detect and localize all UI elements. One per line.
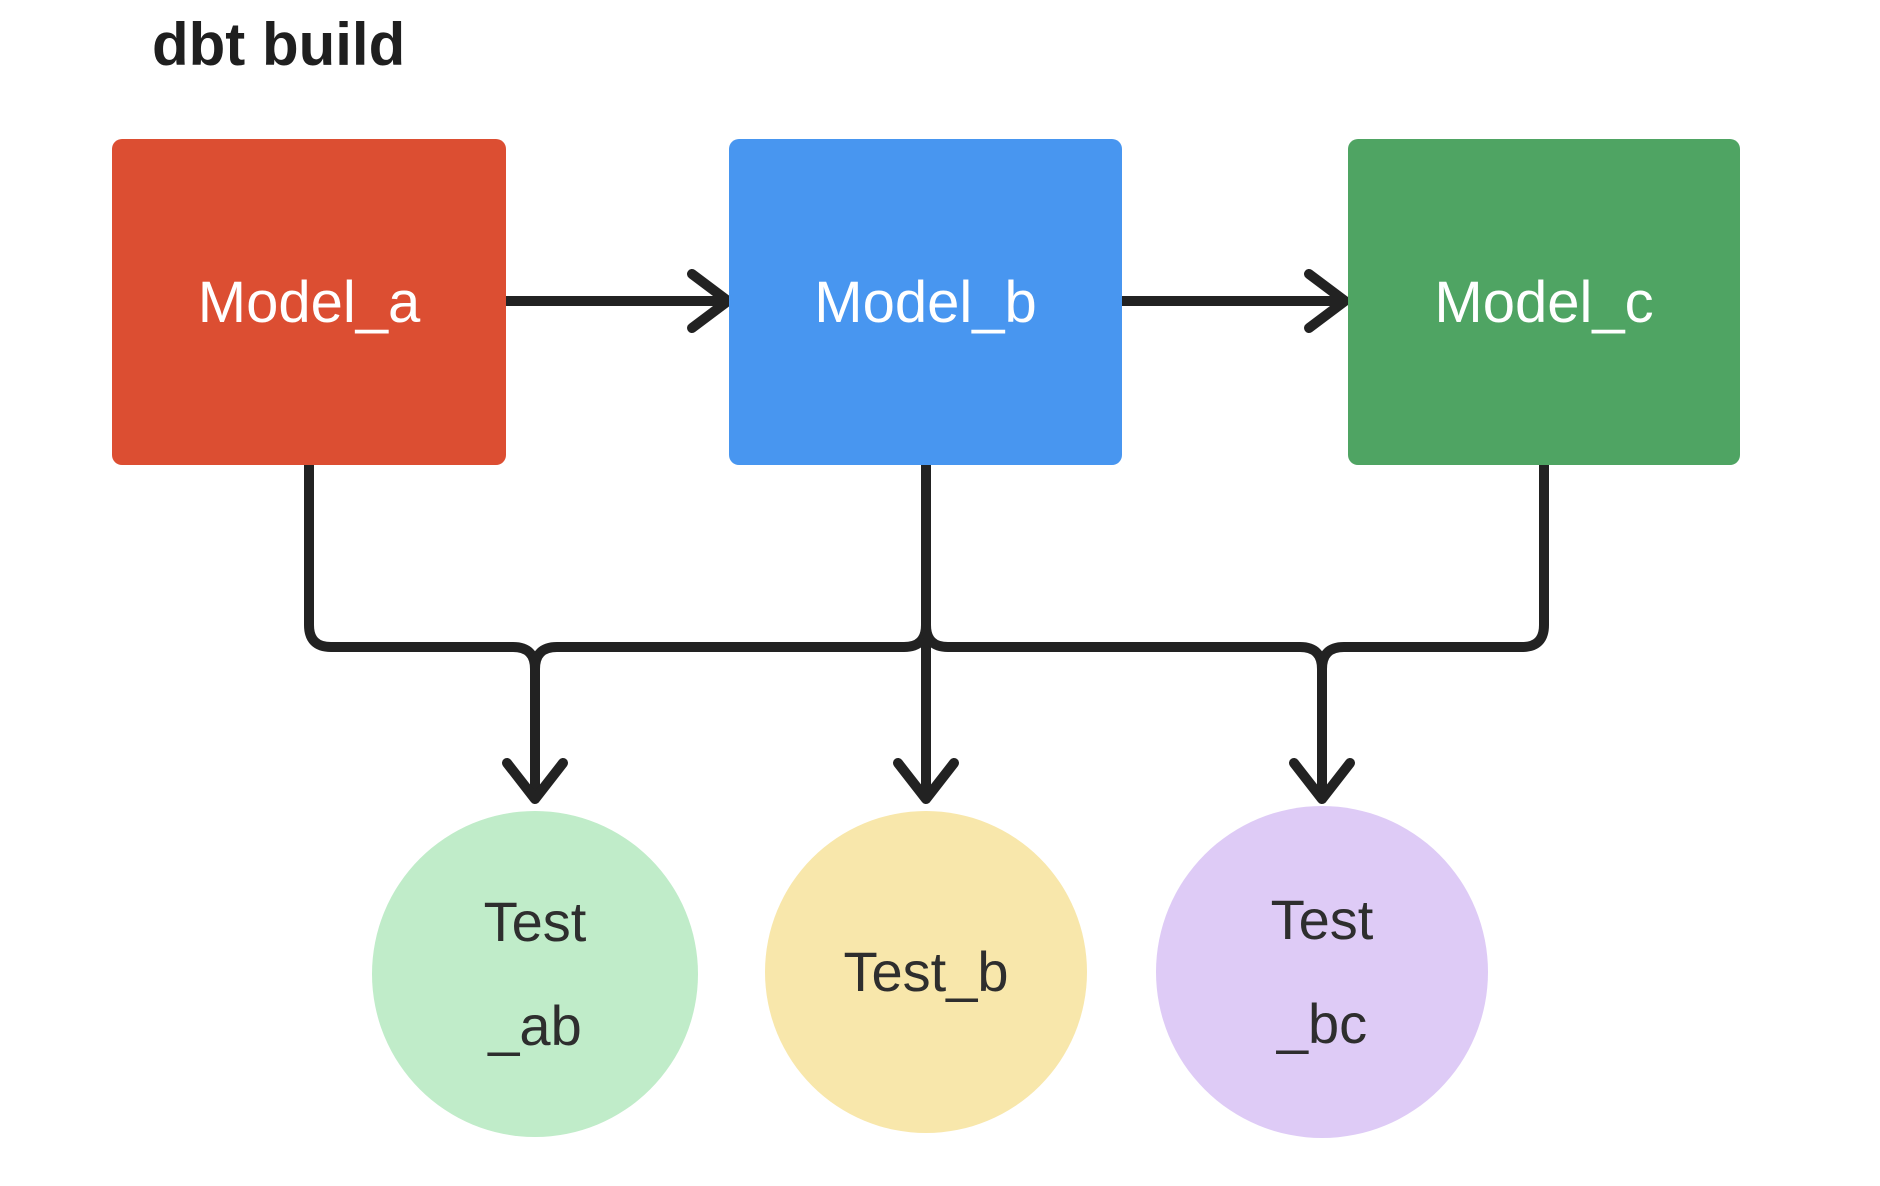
node-model-a: Model_a (112, 139, 506, 465)
node-test-b: Test_b (765, 811, 1087, 1133)
arrowhead-model-c (1304, 269, 1350, 333)
diagram-title: dbt build (152, 11, 406, 78)
arrowhead-model-b (687, 269, 733, 333)
node-test-ab: Test _ab (372, 811, 698, 1137)
node-test-bc-label-line-2: _bc (1276, 992, 1368, 1055)
node-model-c-label: Model_c (1434, 269, 1654, 335)
node-test-bc: Test _bc (1156, 806, 1488, 1138)
edge-model-b-to-test-ab (530, 460, 931, 798)
arrowhead-test-ab (502, 758, 568, 804)
node-test-ab-label-line-1: Test (483, 890, 587, 953)
node-test-b-label: Test_b (843, 940, 1009, 1003)
edge-group (304, 269, 1549, 804)
node-test-ab-label-line-2: _ab (488, 994, 582, 1057)
node-model-b-label: Model_b (814, 269, 1037, 335)
node-model-c: Model_c (1348, 139, 1740, 465)
edge-model-b-to-test-bc (921, 460, 1327, 798)
edge-model-a-to-test-ab (304, 460, 540, 798)
edge-model-c-to-test-bc (1317, 460, 1549, 798)
node-test-bc-label-line-1: Test (1270, 888, 1374, 951)
node-model-b: Model_b (729, 139, 1122, 465)
arrowhead-test-bc (1289, 758, 1355, 804)
node-model-a-label: Model_a (197, 269, 421, 335)
arrowhead-test-b (893, 758, 959, 804)
